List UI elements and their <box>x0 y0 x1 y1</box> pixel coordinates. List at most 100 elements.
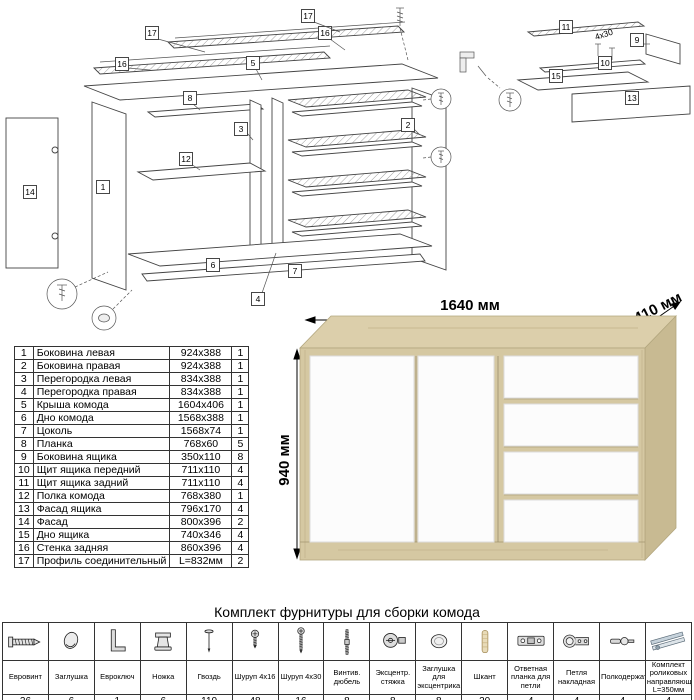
cam-lock-icon <box>383 632 406 648</box>
wooden-dowel-icon <box>481 629 488 653</box>
parts-cell-qty: 1 <box>231 359 250 373</box>
hardware-name: Шкант <box>461 660 509 695</box>
callout-4: 4 <box>251 292 265 306</box>
drawer-exploded-view: 4х30 <box>459 21 691 123</box>
parts-cell-qty: 2 <box>231 554 250 568</box>
hardware-qty: 1 <box>93 694 141 700</box>
hardware-name: Винтив. дюбель <box>323 660 371 695</box>
hardware-qty: 8 <box>415 694 463 700</box>
plank <box>146 103 265 118</box>
hardware-icon-cell <box>461 622 509 661</box>
parts-cell-qty: 4 <box>231 463 250 477</box>
parts-cell-size: 1568х388 <box>169 411 233 425</box>
callout-2: 2 <box>401 118 415 132</box>
hardware-qty: 26 <box>2 694 49 700</box>
hardware-icon-cell <box>323 622 371 661</box>
cap-plug-icon <box>64 631 79 649</box>
hardware-qty: 48 <box>231 694 279 700</box>
hardware-icon-cell <box>139 622 187 661</box>
parts-cell-num: 15 <box>14 528 34 542</box>
hardware-name: Шуруп 4х16 <box>231 660 279 695</box>
right-partition <box>271 97 284 255</box>
hardware-name: Заглушка для эксцентрика <box>415 660 463 695</box>
overlay-hinge-icon <box>562 634 589 648</box>
left-partition <box>249 99 262 253</box>
hardware-qty: 16 <box>277 694 325 700</box>
parts-cell-size: 350х110 <box>169 450 233 464</box>
plinth-panel <box>141 253 426 282</box>
hardware-name: Комплект роликовых направляющих L=350мм <box>644 660 693 695</box>
euro-screw-icon <box>8 636 42 647</box>
svg-text:10: 10 <box>600 58 610 68</box>
hardware-icon-cell <box>185 622 233 661</box>
parts-cell-name: Щит ящика передний <box>32 463 171 477</box>
hardware-icon-cell <box>47 622 95 661</box>
hardware-icons-row <box>2 622 693 661</box>
drawer-2[interactable] <box>503 403 639 447</box>
screw-4x30-icon <box>297 626 305 653</box>
svg-text:4: 4 <box>256 294 261 304</box>
facade-door <box>5 117 59 269</box>
hardware-qty-row: 266161104816888204444 <box>2 694 693 700</box>
svg-text:16: 16 <box>320 28 330 38</box>
height-dimension-label: 940 мм <box>278 434 293 485</box>
hardware-qty: 6 <box>139 694 187 700</box>
parts-cell-num: 11 <box>14 476 34 490</box>
parts-cell-name: Фасад ящика <box>32 502 171 516</box>
parts-cell-name: Перегородка левая <box>32 372 171 386</box>
screw-4x16-icon <box>251 629 260 649</box>
callout-16a: 16 <box>115 57 129 71</box>
left-door[interactable] <box>309 355 415 543</box>
drawer-shadows <box>504 398 638 496</box>
svg-text:8: 8 <box>188 93 193 103</box>
hardware-qty: 4 <box>553 694 600 700</box>
hardware-icon-cell <box>2 622 49 661</box>
svg-text:17: 17 <box>303 11 313 21</box>
hardware-name: Заглушка <box>47 660 95 695</box>
parts-cell-name: Перегородка правая <box>32 385 171 399</box>
drawer-1[interactable] <box>503 355 639 399</box>
parts-cell-name: Крыша комода <box>32 398 171 412</box>
callout-13: 13 <box>625 91 639 105</box>
parts-cell-num: 2 <box>14 359 34 373</box>
drawer-3[interactable] <box>503 451 639 495</box>
parts-cell-qty: 1 <box>231 372 250 386</box>
parts-cell-name: Боковина ящика <box>32 450 171 464</box>
hardware-qty: 8 <box>323 694 371 700</box>
hardware-icon-cell <box>644 622 693 661</box>
parts-cell-qty: 1 <box>231 398 250 412</box>
dresser-render: 1640 мм 410 мм 940 мм <box>278 289 685 561</box>
parts-cell-size: 1568х74 <box>169 424 233 438</box>
svg-text:2: 2 <box>406 120 411 130</box>
callout-17b: 17 <box>301 9 315 23</box>
right-door[interactable] <box>417 355 495 543</box>
svg-text:16: 16 <box>117 59 127 69</box>
parts-cell-size: 740х346 <box>169 528 233 542</box>
callout-3: 3 <box>234 122 248 136</box>
parts-cell-qty: 1 <box>231 424 250 438</box>
hardware-qty: 4 <box>507 694 555 700</box>
wood-grain <box>304 327 643 558</box>
width-dimension-label: 1640 мм <box>440 297 500 314</box>
drawer-4[interactable] <box>503 499 639 543</box>
callout-1: 1 <box>96 180 110 194</box>
parts-cell-size: 1604х406 <box>169 398 233 412</box>
leg-icon <box>154 632 172 651</box>
parts-cell-qty: 1 <box>231 411 250 425</box>
callout-11: 11 <box>559 20 573 34</box>
hinge-plate-icon <box>517 635 545 646</box>
parts-cell-num: 8 <box>14 437 34 451</box>
hardware-icon-cell <box>507 622 555 661</box>
svg-text:7: 7 <box>293 266 298 276</box>
parts-cell-qty: 4 <box>231 476 250 490</box>
